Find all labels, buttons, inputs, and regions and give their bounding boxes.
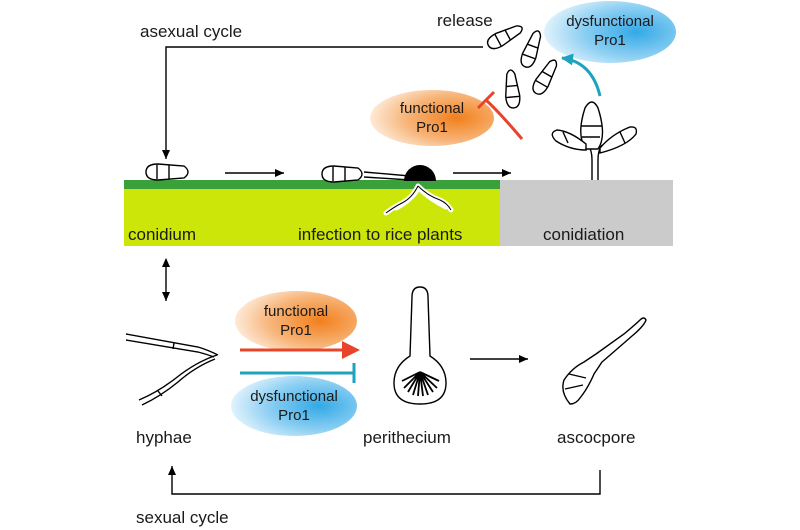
svg-text:functional: functional (264, 303, 328, 320)
svg-text:Pro1: Pro1 (278, 407, 310, 424)
appressorium (404, 165, 436, 181)
hyphae-label: hyphae (136, 428, 192, 447)
perithecium-label: perithecium (363, 428, 451, 447)
functional-pro1-badge-mid: functional Pro1 (235, 291, 357, 351)
asexual-cycle-label: asexual cycle (140, 22, 242, 41)
hyphae-drawing (125, 333, 219, 406)
svg-text:functional: functional (400, 100, 464, 117)
ascospore-drawing (562, 317, 647, 405)
promote-perithecium-arrow (240, 341, 360, 359)
svg-text:dysfunctional: dysfunctional (250, 388, 338, 405)
infection-label: infection to rice plants (298, 225, 462, 244)
asexual-cycle-arrow (162, 46, 483, 159)
functional-pro1-badge-top: functional Pro1 (370, 90, 494, 146)
infecting-conidium (321, 165, 454, 216)
leaf-epidermis (124, 180, 500, 189)
inhibit-perithecium-arrow (240, 363, 356, 383)
conidium-label: conidium (128, 225, 196, 244)
inhibit-release-arrow (484, 98, 524, 140)
promote-release-arrow (561, 53, 602, 97)
release-label: release (437, 11, 493, 30)
sexual-cycle-label: sexual cycle (136, 508, 229, 527)
svg-text:Pro1: Pro1 (280, 322, 312, 339)
conidiophore (551, 101, 638, 180)
conidium-spore (145, 163, 189, 181)
leaf-band (124, 180, 673, 246)
svg-text:dysfunctional: dysfunctional (566, 13, 654, 30)
svg-text:Pro1: Pro1 (416, 119, 448, 136)
leaf-surface (124, 186, 500, 246)
dysfunctional-pro1-badge-mid: dysfunctional Pro1 (231, 376, 357, 436)
dysfunctional-pro1-badge-top: dysfunctional Pro1 (544, 1, 676, 63)
conidiation-ground (500, 180, 673, 246)
inhibit-release-bar (476, 90, 496, 110)
svg-text:Pro1: Pro1 (594, 32, 626, 49)
ascospore-label: ascocpore (557, 428, 635, 447)
perithecium-drawing (393, 286, 447, 405)
conidiation-label: conidiation (543, 225, 624, 244)
sexual-cycle-arrow (168, 466, 601, 495)
released-conidia (486, 25, 558, 109)
